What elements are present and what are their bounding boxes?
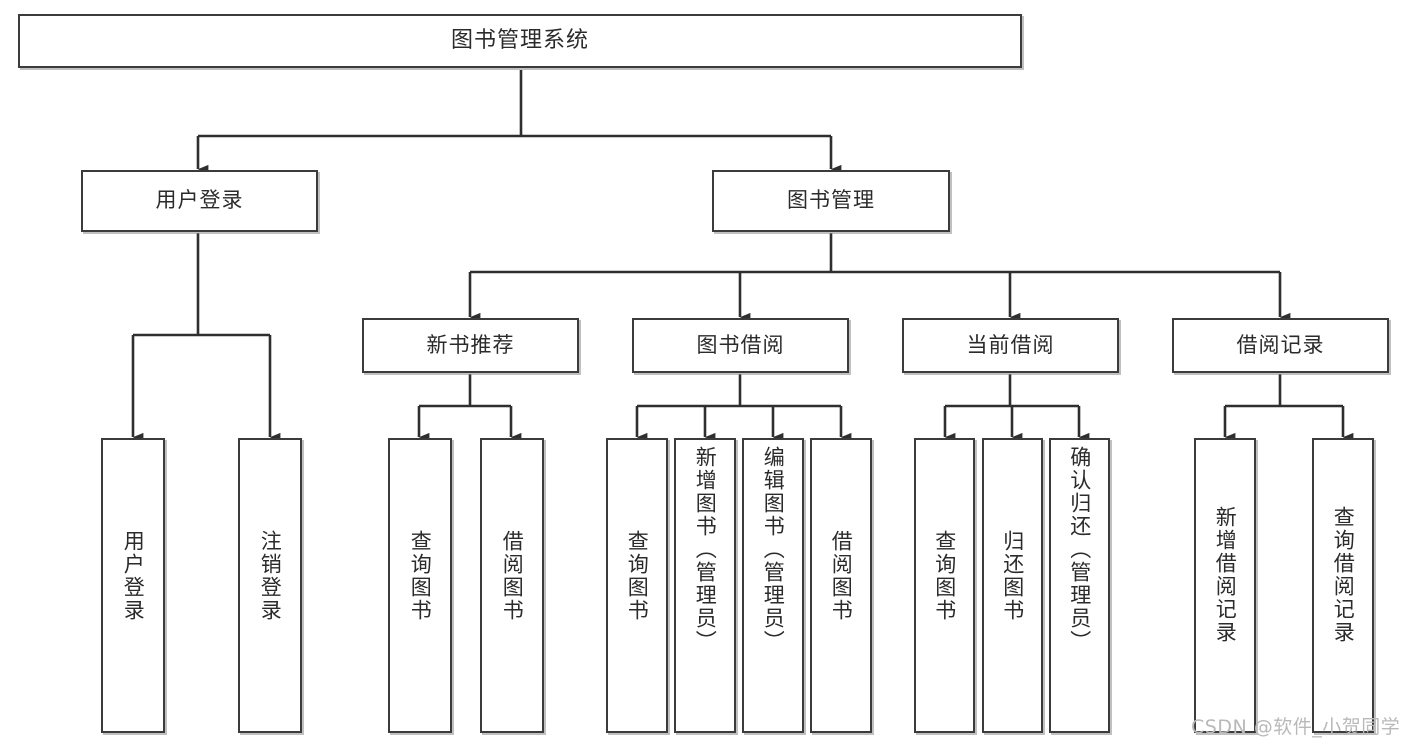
node-label: 用户登录 bbox=[121, 530, 146, 622]
leaf-query-book-recommend[interactable]: 查询图书 bbox=[388, 438, 452, 733]
node-current-borrow[interactable]: 当前借阅 bbox=[902, 318, 1119, 373]
leaf-query-borrow-record[interactable]: 查询借阅记录 bbox=[1312, 438, 1374, 733]
node-label: 借阅图书 bbox=[829, 530, 854, 622]
node-label: 当前借阅 bbox=[966, 332, 1055, 357]
leaf-logout[interactable]: 注销登录 bbox=[238, 438, 302, 733]
node-label: 查询图书 bbox=[408, 530, 433, 622]
leaf-confirm-return-admin[interactable]: 确认归还（管理员） bbox=[1049, 438, 1110, 733]
node-label: 查询图书 bbox=[625, 530, 650, 622]
node-borrow-record[interactable]: 借阅记录 bbox=[1172, 318, 1389, 373]
leaf-return-book[interactable]: 归还图书 bbox=[982, 438, 1043, 733]
node-book-management[interactable]: 图书管理 bbox=[712, 170, 950, 232]
leaf-query-book-borrow[interactable]: 查询图书 bbox=[606, 438, 668, 733]
node-label: 图书管理 bbox=[787, 188, 875, 213]
node-label: 新书推荐 bbox=[426, 332, 515, 357]
node-label: 归还图书 bbox=[1000, 530, 1025, 622]
node-root-system[interactable]: 图书管理系统 bbox=[18, 14, 1022, 68]
node-new-book-recommend[interactable]: 新书推荐 bbox=[362, 318, 579, 373]
node-label: 图书借阅 bbox=[696, 332, 785, 357]
node-label: 借阅图书 bbox=[500, 530, 525, 622]
watermark: CSDN @软件_小贺同学 bbox=[1191, 716, 1401, 738]
leaf-query-book-current[interactable]: 查询图书 bbox=[914, 438, 975, 733]
node-label: 编辑图书（管理员） bbox=[761, 446, 786, 653]
node-label: 借阅记录 bbox=[1236, 332, 1325, 357]
leaf-add-book-admin[interactable]: 新增图书（管理员） bbox=[674, 438, 736, 733]
node-label: 查询图书 bbox=[932, 530, 957, 622]
leaf-borrow-book[interactable]: 借阅图书 bbox=[810, 438, 872, 733]
node-label: 新增借阅记录 bbox=[1213, 506, 1238, 644]
node-label: 图书管理系统 bbox=[450, 27, 589, 53]
node-label: 确认归还（管理员） bbox=[1067, 446, 1092, 653]
leaf-borrow-book-recommend[interactable]: 借阅图书 bbox=[480, 438, 544, 733]
node-label: 用户登录 bbox=[155, 188, 244, 213]
leaf-user-login[interactable]: 用户登录 bbox=[101, 438, 165, 733]
node-user-login[interactable]: 用户登录 bbox=[81, 170, 318, 232]
leaf-add-borrow-record[interactable]: 新增借阅记录 bbox=[1194, 438, 1256, 733]
node-label: 新增图书（管理员） bbox=[693, 446, 718, 653]
node-label: 注销登录 bbox=[258, 530, 283, 622]
node-book-borrow[interactable]: 图书借阅 bbox=[632, 318, 849, 373]
node-label: 查询借阅记录 bbox=[1331, 506, 1356, 644]
leaf-edit-book-admin[interactable]: 编辑图书（管理员） bbox=[742, 438, 804, 733]
